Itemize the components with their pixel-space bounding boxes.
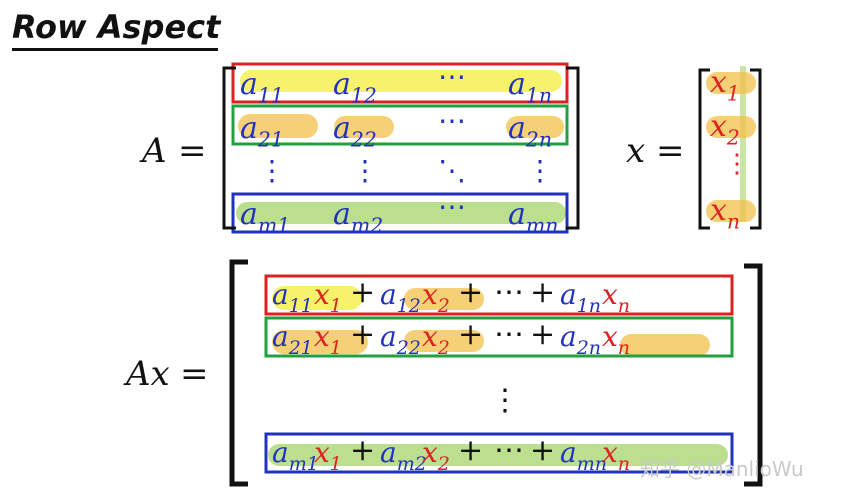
highlight-Ax-row2-c [620, 334, 710, 356]
label-Ax: Ax [123, 354, 170, 394]
cell-Ax-0-1: + [350, 275, 375, 310]
cell-Ax-0-0-a: a11 [272, 278, 313, 317]
cell-Ax-0-4: ⋯ [494, 275, 524, 310]
cell-Ax-3-0-a: am1 [272, 436, 319, 475]
row-box-Ax-4 [264, 432, 734, 474]
cell-x-1: x2 [710, 109, 740, 149]
cell-Ax-3-6-a: amn [560, 436, 607, 475]
cell-A-3-3: amn [508, 197, 558, 237]
cell-A-3-1: am2 [333, 197, 383, 237]
cell-Ax-0-2-x: x2 [422, 278, 450, 317]
cell-Ax-1-5: + [530, 317, 555, 352]
title-underline [12, 48, 218, 51]
highlight-Ax-row2-b [404, 330, 484, 352]
highlight-A-row2-c [506, 116, 564, 138]
equals-x: = [656, 131, 685, 171]
cell-A-1-3: a2n [508, 111, 552, 151]
row-box-layer [231, 62, 734, 474]
cell-Ax-0-5: + [530, 275, 555, 310]
cell-A-2-0: ⋮ [258, 154, 286, 187]
highlight-x-n [706, 200, 756, 222]
bracket-A-right [566, 66, 580, 230]
cell-Ax-1-1: + [350, 317, 375, 352]
cell-x-3: xn [710, 193, 740, 233]
cell-Ax-0-2-a: a12 [380, 278, 421, 317]
cell-A-3-0: am1 [240, 197, 290, 237]
highlight-A-row2-b [334, 116, 394, 138]
cell-A-0-3: a1n [508, 67, 552, 107]
cell-Ax-3-1: + [350, 433, 375, 468]
highlight-Ax-row1-b [404, 288, 484, 310]
cell-A-3-2: ⋯ [438, 190, 466, 223]
cell-A-1-2: ⋯ [438, 104, 466, 137]
bracket-A-left [222, 66, 236, 230]
highlight-Ax-row2-a [272, 330, 368, 354]
watermark: 知乎 @ManlioWu [640, 457, 804, 481]
highlight-Ax-rowm [268, 444, 728, 466]
cell-A-0-0: a11 [240, 67, 284, 107]
cell-A-1-0: a21 [240, 111, 284, 151]
highlight-Ax-row1-a [272, 286, 362, 310]
equation-label-layer: A=x=Ax= [123, 131, 685, 394]
bracket-x-left [698, 68, 710, 230]
cell-Ax-3-3: + [458, 433, 483, 468]
cell-Ax-1-0-x: x1 [314, 320, 342, 359]
bracket-layer [222, 66, 763, 487]
highlight-A-row2-a [238, 114, 318, 138]
row-box-Ax-2 [264, 316, 734, 358]
cell-A-0-2: ⋯ [438, 60, 466, 93]
bracket-Ax-right [744, 263, 763, 487]
cell-A-0-1: a12 [333, 67, 377, 107]
row-box-A-2 [231, 104, 569, 146]
equals-A: = [178, 131, 207, 171]
highlight-x-2 [706, 116, 756, 138]
equals-Ax: = [180, 354, 209, 394]
cell-Ax-1-0-a: a21 [272, 320, 313, 359]
cell-A-1-1: a22 [333, 111, 377, 151]
page-title: Row Aspect [12, 8, 221, 46]
cell-x-0: x1 [710, 65, 740, 105]
row-box-A-1 [231, 62, 569, 104]
cell-A-2-2: ⋱ [438, 154, 466, 187]
row-box-A-4 [231, 192, 569, 234]
cell-Ax-0-6-x: xn [602, 278, 630, 317]
cell-Ax-3-4: ⋯ [494, 433, 524, 468]
label-A: A [139, 131, 167, 171]
cell-A-2-1: ⋮ [351, 154, 379, 187]
highlight-layer [236, 66, 756, 466]
cell-Ax-0-6-a: a1n [560, 278, 601, 317]
cell-Ax-1-3: + [458, 317, 483, 352]
bracket-x-right [750, 68, 762, 230]
highlight-x-1 [706, 72, 756, 94]
cell-Ax-0-0-x: x1 [314, 278, 342, 317]
cell-Ax-3-0-x: x1 [314, 436, 342, 475]
cell-Ax-1-4: ⋯ [494, 317, 524, 352]
cell-Ax-3-2-a: am2 [380, 436, 427, 475]
highlight-A-rowm [236, 202, 566, 224]
cell-x-2: ⋮ [724, 149, 750, 179]
cell-Ax-0-3: + [458, 275, 483, 310]
cell-Ax-1-2-a: a22 [380, 320, 421, 359]
highlight-A-row1 [240, 70, 562, 92]
cell-Ax-3-5: + [530, 433, 555, 468]
cell-A-2-3: ⋮ [526, 154, 554, 187]
cell-Ax-2-0: ⋮ [490, 383, 520, 418]
cell-Ax-1-6-a: a2n [560, 320, 601, 359]
cell-Ax-3-6-x: xn [602, 436, 630, 475]
label-x: x [626, 131, 645, 171]
cell-Ax-1-2-x: x2 [422, 320, 450, 359]
cell-Ax-1-6-x: xn [602, 320, 630, 359]
bracket-Ax-left [229, 259, 248, 487]
cell-Ax-3-2-x: x2 [422, 436, 450, 475]
highlight-x-column [740, 66, 746, 222]
row-box-Ax-1 [264, 274, 734, 316]
